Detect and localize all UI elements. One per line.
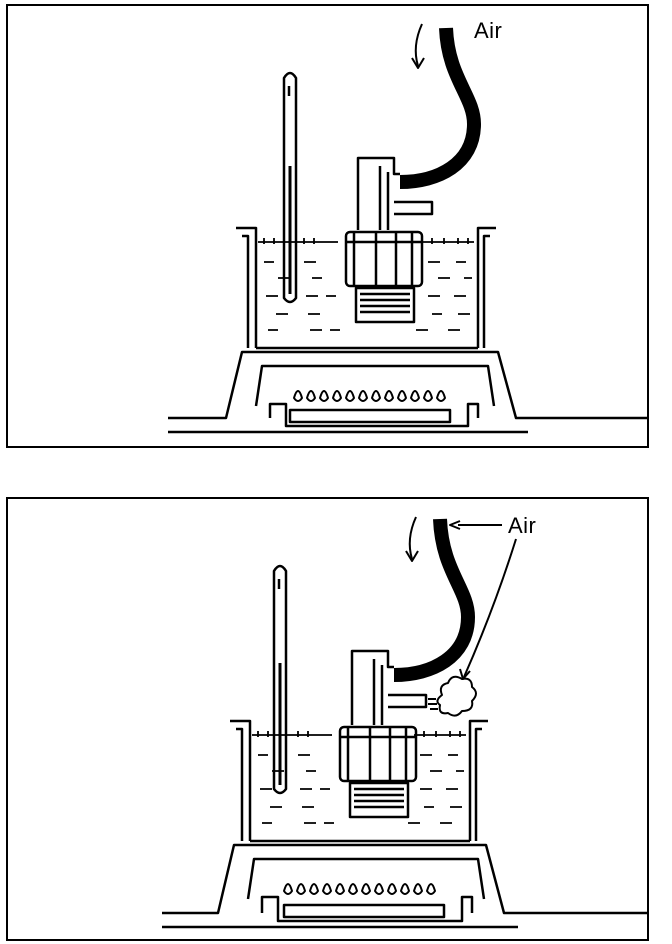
air-bubble-icon: [428, 675, 477, 717]
water-bath-icon: [236, 226, 496, 350]
thermometer-icon: [272, 564, 288, 795]
diagram-panel-top: Air: [6, 4, 649, 448]
air-label-top: Air: [474, 18, 503, 43]
water-bath-icon: [230, 719, 488, 843]
air-hose-icon: [393, 518, 475, 682]
air-label-bottom: Air: [508, 513, 537, 538]
air-hose-icon: [399, 27, 481, 189]
burner-flame-icon: [293, 390, 446, 402]
radiator-cap-tester-icon: [338, 649, 428, 819]
air-leader-line: [449, 520, 502, 530]
air-flow-arrow: [405, 516, 419, 562]
thermometer-icon: [282, 71, 298, 304]
air-flow-arrow: [411, 23, 425, 69]
water-surface: [252, 731, 466, 824]
diagram-panel-bottom: Air: [6, 497, 649, 941]
stove-base: [162, 843, 648, 929]
stove-base: [168, 350, 648, 434]
burner-flame-icon: [283, 883, 436, 895]
test-apparatus-drawing-top: [168, 23, 648, 434]
radiator-cap-tester-icon: [344, 156, 434, 324]
test-apparatus-drawing-bottom: [162, 516, 648, 929]
